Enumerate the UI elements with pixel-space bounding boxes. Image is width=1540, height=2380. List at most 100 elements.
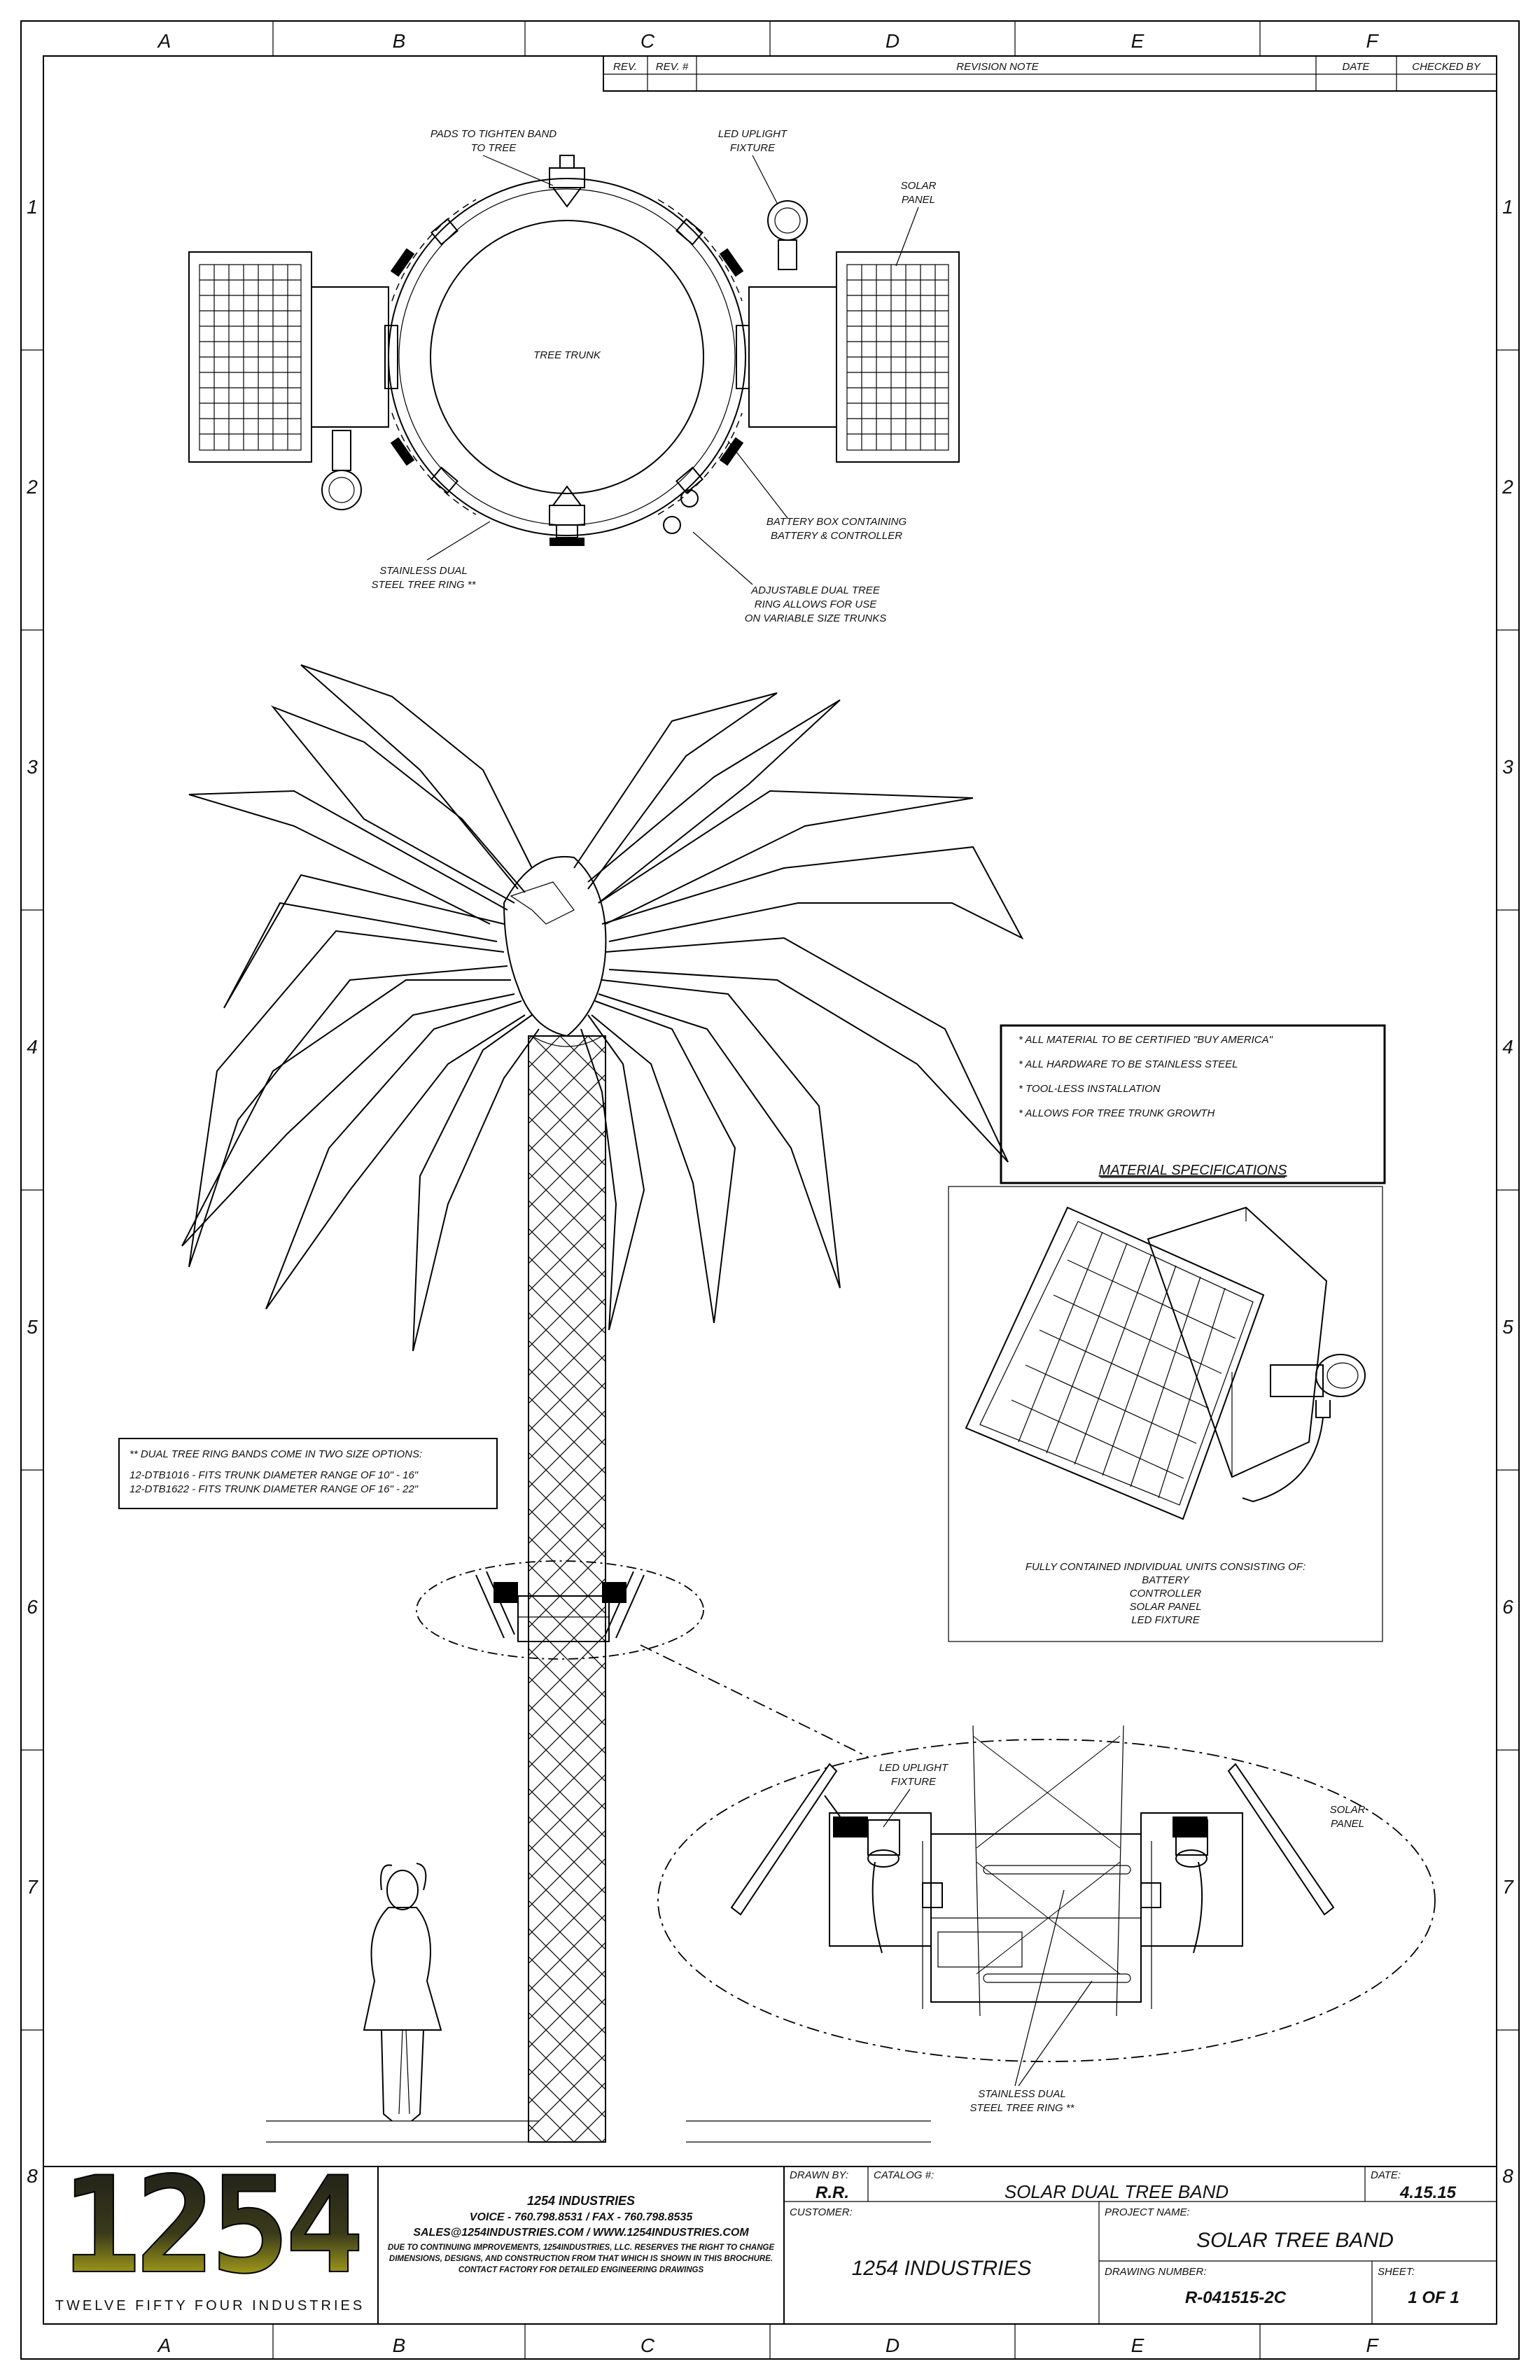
date-value: 4.15.15	[1399, 2183, 1457, 2202]
col-label: B	[393, 30, 406, 52]
row-label: 2	[26, 476, 38, 498]
detail-led-label-line1: LED UPLIGHT	[879, 1762, 949, 1774]
unit-caption-item: BATTERY	[1142, 1574, 1190, 1586]
col-label: A	[157, 30, 172, 52]
human-scale-figure	[363, 1863, 442, 2122]
detail-ring-label-line1: STAINLESS DUAL	[978, 2088, 1066, 2100]
row-label: 7	[27, 1876, 38, 1898]
ring-label-line1: STAINLESS DUAL	[379, 565, 468, 577]
date-header: DATE	[1343, 61, 1371, 73]
contact-web: SALES@1254INDUSTRIES.COM / WWW.1254INDUS…	[413, 2227, 749, 2239]
pads-label-line1: PADS TO TIGHTEN BAND	[430, 128, 556, 140]
drawing-number-label: DRAWING NUMBER:	[1105, 2266, 1207, 2278]
size-options-heading: ** DUAL TREE RING BANDS COME IN TWO SIZE…	[130, 1448, 422, 1460]
led-fixture-plan-left	[321, 430, 362, 510]
detail-ring-label-line2: STEEL TREE RING **	[970, 2102, 1075, 2114]
row-label: 6	[1502, 1596, 1513, 1618]
row-label: 8	[1502, 2165, 1513, 2187]
battery-label-line1: BATTERY BOX CONTAINING	[766, 516, 907, 528]
size-options-note: ** DUAL TREE RING BANDS COME IN TWO SIZE…	[118, 1438, 498, 1509]
adjustable-label-line2: RING ALLOWS FOR USE	[755, 598, 877, 610]
row-label: 4	[1502, 1036, 1513, 1058]
row-label: 5	[27, 1316, 38, 1338]
solar-panel-right	[748, 251, 960, 463]
size-option-item: 12-DTB1016 - FITS TRUNK DIAMETER RANGE O…	[130, 1469, 419, 1481]
detail-led-label-line2: FIXTURE	[891, 1776, 937, 1788]
col-label: A	[157, 2334, 172, 2356]
outer-tree-ring	[388, 178, 746, 536]
col-label: B	[393, 2334, 406, 2356]
revision-note-header: REVISION NOTE	[956, 61, 1040, 73]
col-label: C	[640, 30, 655, 52]
col-label: E	[1131, 2334, 1144, 2356]
contact-phone: VOICE - 760.798.8531 / FAX - 760.798.853…	[470, 2211, 694, 2223]
customer-value: 1254 INDUSTRIES	[852, 2257, 1032, 2280]
drawn-by-value: R.R.	[816, 2183, 849, 2202]
col-label: F	[1366, 2334, 1379, 2356]
row-label: 3	[1502, 756, 1513, 778]
col-label: C	[640, 2334, 655, 2356]
disclaimer-line: DIMENSIONS, DESIGNS, AND CONSTRUCTION FR…	[389, 2255, 773, 2263]
plan-view: PADS TO TIGHTEN BAND TO TREE LED UPLIGHT…	[188, 128, 960, 624]
row-label: 7	[1502, 1876, 1514, 1898]
tree-trunk-section	[430, 220, 704, 494]
sheet-label: SHEET:	[1378, 2266, 1415, 2278]
spec-item: * ALL MATERIAL TO BE CERTIFIED "BUY AMER…	[1018, 1034, 1273, 1046]
led-fixture-detail-left	[867, 1819, 900, 1954]
adjustable-label-line3: ON VARIABLE SIZE TRUNKS	[745, 612, 887, 624]
drawing-number-value: R-041515-2C	[1185, 2288, 1287, 2307]
led-fixture-detail-right	[1175, 1819, 1208, 1954]
detail-solar-label-line2: PANEL	[1331, 1818, 1364, 1830]
drawn-by-label: DRAWN BY:	[790, 2169, 848, 2181]
unit-caption-item: LED FIXTURE	[1131, 1614, 1200, 1626]
col-label: F	[1366, 30, 1379, 52]
battery-label-line2: BATTERY & CONTROLLER	[771, 530, 902, 542]
project-name-label: PROJECT NAME:	[1105, 2206, 1190, 2218]
tree-trunk-label: TREE TRUNK	[533, 349, 601, 361]
row-label: 1	[1502, 196, 1513, 218]
solar-unit-perspective-box: FULLY CONTAINED INDIVIDUAL UNITS CONSIST…	[948, 1186, 1383, 1642]
palm-tree-illustration	[181, 664, 1024, 2143]
row-label: 1	[27, 196, 38, 218]
col-label: D	[886, 2334, 899, 2356]
date-label: DATE:	[1371, 2169, 1401, 2181]
ring-label-line2: STEEL TREE RING **	[372, 579, 477, 591]
spec-item: * ALL HARDWARE TO BE STAINLESS STEEL	[1018, 1058, 1238, 1070]
row-label: 5	[1502, 1316, 1513, 1338]
title-block: 1254 TWELVE FIFTY FOUR INDUSTRIES 1254 I…	[43, 2148, 1497, 2325]
led-label-line1: LED UPLIGHT	[718, 128, 788, 140]
logo-subtitle: TWELVE FIFTY FOUR INDUSTRIES	[55, 2298, 365, 2314]
sheet-value: 1 OF 1	[1408, 2288, 1459, 2307]
solar-panel-left	[188, 251, 389, 463]
company-logo: 1254 TWELVE FIFTY FOUR INDUSTRIES	[49, 2148, 372, 2314]
detail-solar-label-line1: SOLAR	[1330, 1804, 1366, 1816]
drawing-border	[20, 20, 1520, 2360]
row-labels: 1 2 3 4 5 6 7 8 1 2 3 4 5 6 7 8	[26, 196, 1514, 2187]
company-name: 1254 INDUSTRIES	[527, 2194, 635, 2208]
catalog-label: CATALOG #:	[874, 2169, 934, 2181]
logo-number: 1254	[61, 2148, 359, 2303]
led-label-line2: FIXTURE	[730, 142, 776, 154]
row-label: 4	[27, 1036, 38, 1058]
solar-label-line1: SOLAR	[901, 180, 937, 192]
row-label: 2	[1502, 476, 1513, 498]
customer-label: CUSTOMER:	[790, 2206, 853, 2218]
unit-caption-item: SOLAR PANEL	[1129, 1601, 1201, 1613]
catalog-value: SOLAR DUAL TREE BAND	[1004, 2181, 1228, 2202]
checked-by-header: CHECKED BY	[1412, 61, 1481, 73]
material-specifications-title: MATERIAL SPECIFICATIONS	[1099, 1163, 1288, 1178]
unit-caption-item: CONTROLLER	[1130, 1588, 1202, 1600]
project-name-value: SOLAR TREE BAND	[1196, 2229, 1394, 2252]
led-fixture-plan-right	[767, 200, 808, 270]
adjustable-label-line1: ADJUSTABLE DUAL TREE	[750, 584, 881, 596]
spec-item: * ALLOWS FOR TREE TRUNK GROWTH	[1018, 1107, 1214, 1119]
row-label: 3	[27, 756, 38, 778]
disclaimer-line: DUE TO CONTINUING IMPROVEMENTS, 1254INDU…	[388, 2244, 775, 2252]
row-label: 6	[27, 1596, 38, 1618]
material-specifications-box: * ALL MATERIAL TO BE CERTIFIED "BUY AMER…	[1000, 1024, 1386, 1184]
disclaimer-line: CONTACT FACTORY FOR DETAILED ENGINEERING…	[458, 2266, 704, 2274]
revision-block: REV. REV. # REVISION NOTE DATE CHECKED B…	[603, 55, 1497, 92]
column-labels: A B C D E F A B C D E F	[157, 30, 1380, 2356]
tightening-pads	[384, 155, 750, 546]
